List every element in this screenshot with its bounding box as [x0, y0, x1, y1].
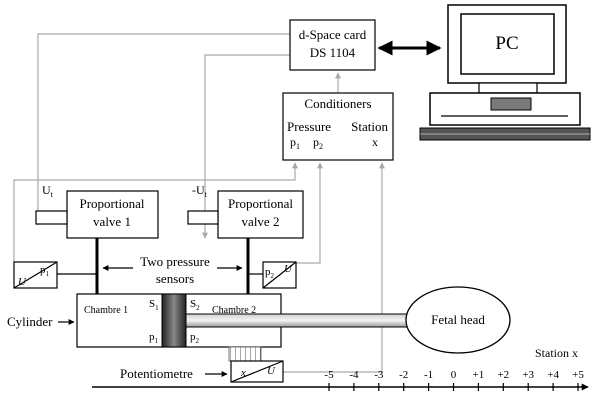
- valve1-signal: U: [42, 183, 51, 197]
- station-tick-label: +1: [473, 369, 485, 381]
- sensor1-p-sub: 1: [46, 270, 50, 278]
- cond-p1-sub: 1: [296, 142, 300, 151]
- dspace-line1: d-Space card: [299, 27, 367, 42]
- station-tick-label: +4: [547, 369, 559, 381]
- sensor2-p-sub: 2: [271, 272, 275, 280]
- valve2-line1: Proportional: [228, 196, 293, 211]
- cyl-p2: p: [190, 331, 196, 343]
- conditioners-pressure: Pressure: [287, 119, 331, 134]
- dspace-card: d-Space card DS 1104: [289, 19, 376, 71]
- sensor1-p: p: [40, 264, 46, 276]
- cyl-p1-sub: 1: [155, 337, 159, 345]
- svg-text:p1: p1: [40, 264, 50, 278]
- conditioners-box: Conditioners Pressure Station p1 p2 x: [282, 92, 394, 161]
- conditioners-station: Station: [351, 119, 388, 134]
- valve2-line2: valve 2: [242, 214, 280, 229]
- station-ticks: -5 -4 -3 -2 -1 0 +1 +2 +3 +4 +5: [324, 369, 584, 391]
- cond-x: x: [372, 135, 378, 149]
- svg-text:Ut: Ut: [42, 183, 54, 199]
- valve2-signal-sub: t: [205, 190, 208, 199]
- cyl-p2-sub: 2: [196, 337, 200, 345]
- cond-p2: p: [313, 135, 319, 149]
- svg-text:-Ut: -Ut: [192, 183, 208, 199]
- valve1-line2: valve 1: [93, 214, 131, 229]
- station-tick-label: -1: [424, 369, 433, 381]
- sensors-line2: sensors: [156, 271, 194, 286]
- conditioners-title: Conditioners: [304, 96, 371, 111]
- chamber2-label: Chambre 2: [212, 305, 256, 316]
- pressure-sensor-2: p2 U: [248, 261, 297, 289]
- dspace-line2: DS 1104: [310, 45, 356, 60]
- svg-text:p2: p2: [313, 135, 323, 151]
- sensor2-p: p: [265, 266, 271, 278]
- proportional-valve-1: Proportional valve 1 Ut: [35, 183, 159, 239]
- pot-u: U: [267, 365, 276, 377]
- pc-icon: PC: [419, 4, 591, 141]
- station-tick-label: -5: [324, 369, 334, 381]
- sensors-callout: Two pressure sensors: [102, 254, 243, 286]
- chamber1-label: Chambre 1: [84, 305, 128, 316]
- cond-p2-sub: 2: [319, 142, 323, 151]
- station-axis: Station x -5 -4 -3 -2 -1 0 +1 +2 +3 +4 +5: [92, 346, 589, 391]
- cyl-s1-sub: 1: [155, 304, 159, 312]
- station-tick-label: +2: [497, 369, 509, 381]
- cyl-s1: S: [149, 298, 155, 310]
- cond-p1: p: [290, 135, 296, 149]
- sensor2-u: U: [284, 263, 293, 275]
- potentiometer: x U Potentiometre: [120, 346, 284, 383]
- sensor1-u: U: [18, 276, 27, 288]
- pc-label: PC: [495, 33, 518, 54]
- station-tick-label: 0: [451, 369, 457, 381]
- fetal-head-label: Fetal head: [431, 312, 485, 327]
- station-tick-label: -2: [399, 369, 408, 381]
- svg-text:p2: p2: [190, 331, 200, 345]
- fetal-head: Fetal head: [405, 286, 511, 354]
- valve1-signal-sub: t: [51, 190, 54, 199]
- station-tick-label: +5: [572, 369, 584, 381]
- pressure-sensor-1: U p1: [13, 261, 97, 289]
- cylinder: Chambre 1 Chambre 2 S1 S2 p1 p2: [76, 293, 408, 348]
- svg-text:p1: p1: [290, 135, 300, 151]
- station-axis-label: Station x: [535, 346, 578, 360]
- svg-text:p1: p1: [149, 331, 159, 345]
- cylinder-label: Cylinder: [7, 314, 53, 329]
- valve1-line1: Proportional: [80, 196, 145, 211]
- station-tick-label: -4: [349, 369, 359, 381]
- valve2-signal: -U: [192, 183, 205, 197]
- cyl-s2: S: [190, 298, 196, 310]
- cyl-s2-sub: 2: [196, 304, 200, 312]
- potentiometer-label: Potentiometre: [120, 366, 193, 381]
- station-tick-label: -3: [374, 369, 384, 381]
- svg-text:S2: S2: [190, 298, 200, 312]
- cyl-p1: p: [149, 331, 155, 343]
- signal-wires: [13, 33, 385, 373]
- proportional-valve-2: Proportional valve 2 -Ut: [187, 183, 304, 239]
- sensors-line1: Two pressure: [140, 254, 210, 269]
- cylinder-callout: Cylinder: [7, 314, 75, 329]
- svg-text:S1: S1: [149, 298, 159, 312]
- pot-x: x: [240, 367, 246, 379]
- svg-text:p2: p2: [265, 266, 275, 280]
- station-tick-label: +3: [522, 369, 534, 381]
